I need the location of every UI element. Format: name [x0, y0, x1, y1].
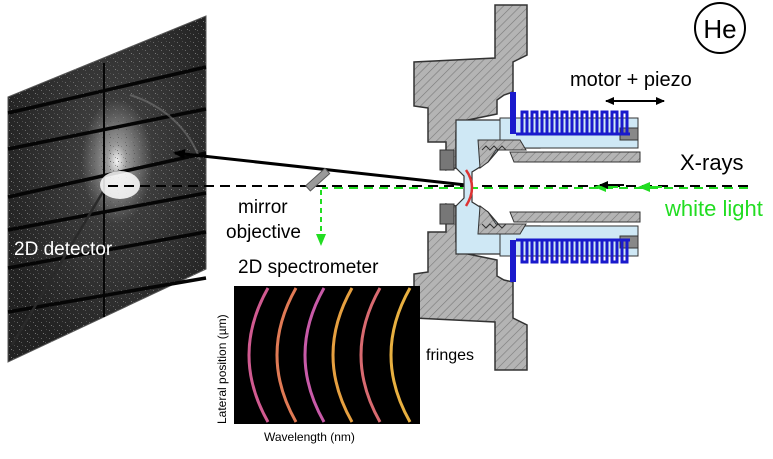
spectrometer-label: 2D spectrometer: [238, 257, 379, 278]
white-light-label: white light: [664, 196, 763, 221]
mirror-label: mirror: [238, 197, 288, 218]
motor-label: motor + piezo: [570, 69, 692, 91]
fringe-arcs: [247, 287, 412, 423]
inset-ylabel: Lateral position (µm): [215, 314, 229, 424]
helium-badge: He: [694, 2, 746, 54]
fringe-arc: [275, 287, 298, 423]
detector-label: 2D detector: [14, 239, 113, 260]
scattered-beam-arrow: [173, 149, 467, 187]
detector-panel: [7, 15, 207, 363]
fringe-arc: [303, 287, 326, 423]
inset-xlabel: Wavelength (nm): [264, 430, 355, 444]
svg-text:He: He: [703, 14, 736, 44]
fringes-label: fringes: [426, 347, 474, 364]
spectrometer-inset: [234, 286, 420, 424]
fringe-arc: [359, 287, 382, 423]
fringe-arc: [389, 287, 412, 423]
sample-membrane: [464, 169, 474, 207]
detector-gap-lines: [7, 63, 207, 346]
xrays-label: X-rays: [680, 150, 744, 175]
fringe-arc: [247, 287, 270, 423]
bellows: [516, 110, 630, 264]
objective-label: objective: [226, 222, 301, 243]
mirror-objective: [304, 167, 331, 246]
fringe-arc: [331, 287, 354, 423]
